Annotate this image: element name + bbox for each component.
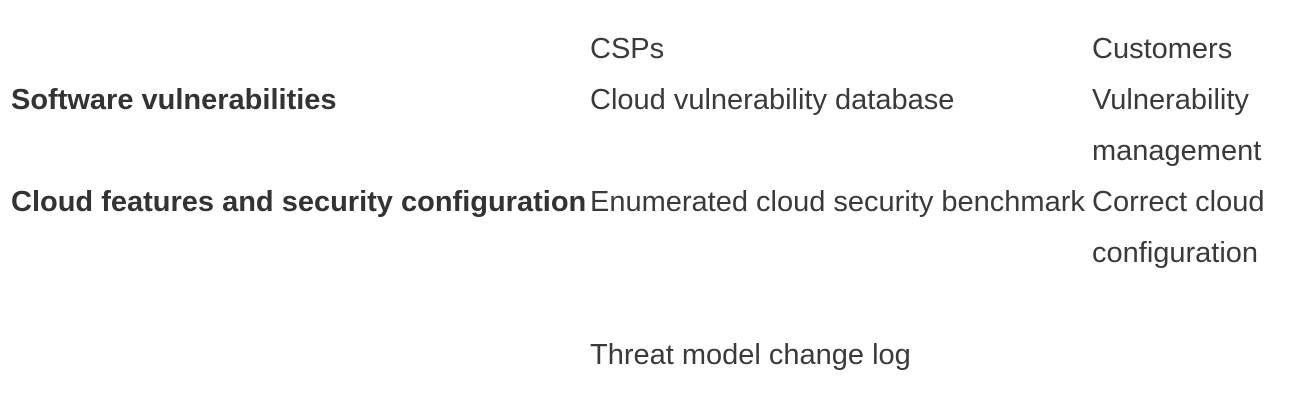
- csps-cell: Threat model change log: [590, 339, 911, 371]
- row-label: Software vulnerabilities: [11, 84, 337, 116]
- table-header-row: CSPs Customers: [11, 24, 1310, 75]
- header-csps: CSPs: [590, 33, 665, 65]
- comparison-table: CSPs Customers Software vulnerabilities …: [11, 24, 1310, 381]
- table-row: Cloud features and security configuratio…: [11, 177, 1310, 279]
- customers-cell: Vulnerability management: [1092, 84, 1262, 167]
- row-label: Cloud features and security configuratio…: [11, 186, 587, 218]
- row-label: [11, 279, 590, 330]
- customers-cell: [1092, 279, 1310, 330]
- csps-cell: Enumerated cloud security benchmark: [590, 186, 1085, 218]
- csps-cell: Cloud vulnerability database: [590, 84, 955, 116]
- table-row: Threat model change log: [11, 279, 1310, 381]
- customers-cell: Correct cloud configuration: [1092, 186, 1265, 269]
- table-row: Software vulnerabilities Cloud vulnerabi…: [11, 75, 1310, 177]
- header-customers: Customers: [1092, 33, 1233, 65]
